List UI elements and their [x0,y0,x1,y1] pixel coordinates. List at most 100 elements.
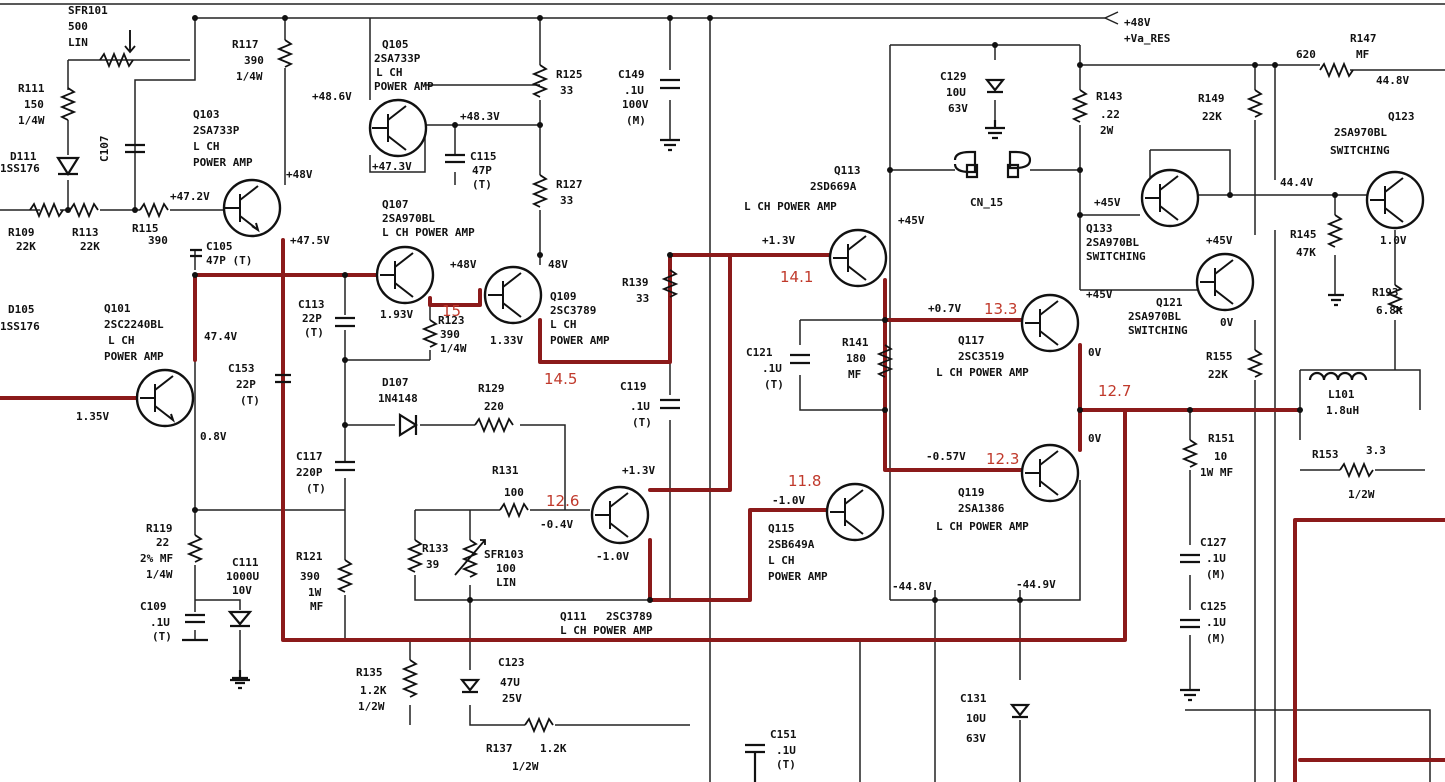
svg-text:100V: 100V [622,98,649,111]
svg-text:L CH POWER AMP: L CH POWER AMP [936,366,1029,379]
label-v472: +47.2V [170,190,210,203]
svg-text:22K: 22K [1202,110,1222,123]
svg-text:47P: 47P [472,164,492,177]
svg-text:22K: 22K [1208,368,1228,381]
wires [0,3,1445,782]
label-v10: 1.0V [1380,234,1407,247]
svg-text:1.2K: 1.2K [540,742,567,755]
label-r125: R125 [556,68,583,81]
label-q119: Q119 [958,486,985,499]
label-v08: 0.8V [200,430,227,443]
svg-text:10: 10 [1214,450,1227,463]
label-q115: Q115 [768,522,795,535]
q117-transistor [1020,293,1080,353]
label-v135: 1.35V [76,410,109,423]
svg-text:SWITCHING: SWITCHING [1128,324,1188,337]
svg-text:390: 390 [440,328,460,341]
r117-resistor [276,39,294,68]
label-c115: C115 [470,150,497,163]
svg-text:POWER AMP: POWER AMP [104,350,164,363]
svg-text:(T): (T) [306,482,326,495]
svg-text:150: 150 [24,98,44,111]
label-v48d: +48V [1124,16,1151,29]
label-c123: C123 [498,656,525,669]
label-r135: R135 [356,666,383,679]
svg-text:(T): (T) [472,178,492,191]
label-r143: R143 [1096,90,1123,103]
label-r151: R151 [1208,432,1235,445]
svg-text:3.3: 3.3 [1366,444,1386,457]
transistors [135,98,1425,545]
svg-text:620: 620 [1296,48,1316,61]
svg-text:2SA733P: 2SA733P [374,52,421,65]
r115-resistor [139,201,169,219]
c131-capacitor [1009,703,1031,719]
svg-text:22K: 22K [80,240,100,253]
svg-text:L CH POWER AMP: L CH POWER AMP [382,226,475,239]
label-v0a: 0V [1088,346,1102,359]
label-v07: +0.7V [928,302,961,315]
svg-text:220: 220 [484,400,504,413]
label-sfr101: SFR101 [68,4,108,17]
q103-transistor [222,178,282,238]
annotation-12-6: 12.6 [546,492,579,510]
svg-text:63V: 63V [966,732,986,745]
label-vm10b: -1.0V [772,494,805,507]
q105-transistor [368,98,428,158]
label-d111: D111 [10,150,37,163]
annotation-15: 15 [442,302,461,320]
svg-text:LIN: LIN [496,576,516,589]
svg-text:(T): (T) [776,758,796,771]
label-q113: Q113 [834,164,861,177]
r109-resistor [29,201,64,219]
c105-capacitor [190,248,202,258]
svg-text:1SS176: 1SS176 [0,162,40,175]
svg-text:1/2W: 1/2W [512,760,539,773]
c125-capacitor [1180,618,1200,702]
svg-text:10U: 10U [966,712,986,725]
svg-text:MF: MF [848,368,861,381]
d107-diode [398,413,419,437]
r113-resistor [69,201,99,219]
svg-text:1N4148: 1N4148 [378,392,418,405]
label-r111: R111 [18,82,45,95]
svg-text:(T): (T) [152,630,172,643]
r129-resistor [474,416,514,434]
svg-text:MF: MF [1356,48,1369,61]
label-v48b: +48V [450,258,477,271]
svg-text:2SC2240BL: 2SC2240BL [104,318,164,331]
svg-text:22P: 22P [302,312,322,325]
svg-text:2% MF: 2% MF [140,552,173,565]
svg-text:2SD669A: 2SD669A [810,180,857,193]
annotation-11-8: 11.8 [788,472,821,490]
svg-text:500: 500 [68,20,88,33]
svg-text:L CH: L CH [108,334,135,347]
svg-text:33: 33 [560,84,573,97]
svg-text:(T): (T) [304,326,324,339]
svg-text:22K: 22K [16,240,36,253]
label-q109: Q109 [550,290,577,303]
label-r115: R115 [132,222,159,235]
annotation-13-3: 13.3 [984,300,1017,318]
svg-text:1W MF: 1W MF [1200,466,1233,479]
svg-text:10V: 10V [232,584,252,597]
c107-capacitor [125,143,145,154]
svg-text:.22: .22 [1100,108,1120,121]
label-q111: Q111 [560,610,587,623]
c115-capacitor [445,153,465,164]
c117-capacitor [335,460,355,472]
c123-capacitor [459,678,481,694]
label-c111: C111 [232,556,259,569]
label-v483: +48.3V [460,110,500,123]
label-r109: R109 [8,226,35,239]
label-r119: R119 [146,522,173,535]
label-v45c: +45V [1206,234,1233,247]
svg-text:2SB649A: 2SB649A [768,538,815,551]
label-c131: C131 [960,692,987,705]
label-r133: R133 [422,542,449,555]
label-r129: R129 [478,382,505,395]
label-c129: C129 [940,70,967,83]
label-r123: R123 [438,314,465,327]
c127-capacitor [1180,553,1200,564]
